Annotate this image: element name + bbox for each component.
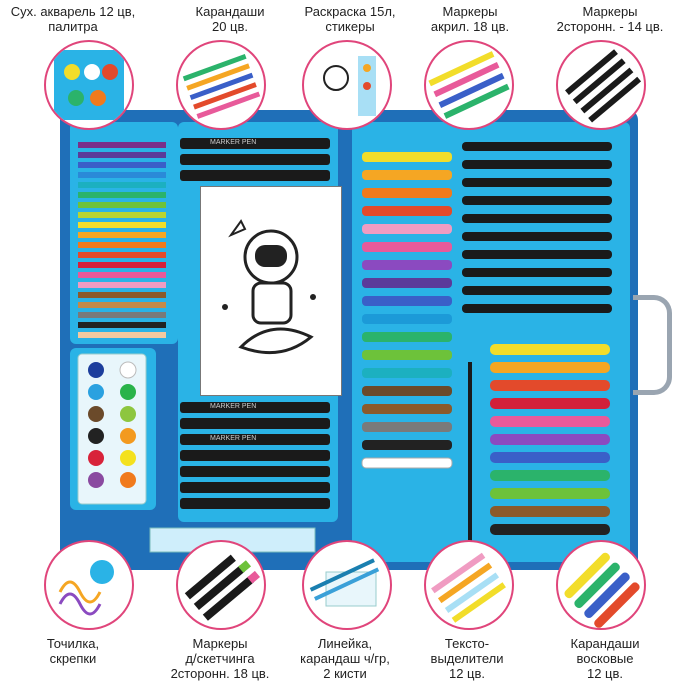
label-coloring: Раскраска 15л, стикеры — [280, 4, 420, 34]
label-wax-line2: восковые — [576, 651, 634, 666]
detail-coloring — [302, 40, 392, 130]
label-watercolor: Сух. акварель 12 цв, палитра — [3, 4, 143, 34]
detail-sharpener — [44, 540, 134, 630]
label-acryl: Маркеры акрил. 18 цв. — [400, 4, 540, 34]
label-watercolor-line2: палитра — [48, 19, 98, 34]
watercolor-palette — [77, 353, 147, 505]
detail-sketch — [176, 540, 266, 630]
detail-pencils — [176, 40, 266, 130]
label-ruler: Линейка, карандаш ч/гр, 2 кисти — [275, 636, 415, 681]
paint-brush — [468, 362, 472, 542]
label-highlighter: Тексто- выделители 12 цв. — [397, 636, 537, 681]
case-handle — [633, 295, 672, 395]
label-twoside: Маркеры 2сторонн. - 14 цв. — [540, 4, 680, 34]
label-pencils: Карандаши 20 цв. — [160, 4, 300, 34]
label-sketch: Маркеры д/скетчинга 2сторонн. 18 цв. — [150, 636, 290, 681]
label-ruler-line3: 2 кисти — [323, 666, 367, 681]
sketch-markers — [180, 138, 330, 509]
detail-twoside — [556, 40, 646, 130]
acrylic-markers — [361, 152, 453, 469]
label-sketch-line3: 2сторонн. 18 цв. — [170, 666, 270, 681]
label-sharpener: Точилка, скрепки — [18, 636, 128, 666]
marker-text-1: MARKER PEN — [210, 139, 257, 146]
wax-crayons — [490, 344, 610, 535]
label-sharpener-line2: скрепки — [49, 651, 97, 666]
label-ruler-line2: карандаш ч/гр, — [300, 651, 390, 666]
coloring-page — [200, 186, 342, 396]
marker-text-3: MARKER PEN — [210, 435, 257, 442]
pencil-rows — [78, 142, 166, 338]
label-wax: Карандаши восковые 12 цв. — [535, 636, 675, 681]
label-acryl-line2: акрил. 18 цв. — [430, 19, 510, 34]
twoside-markers — [462, 142, 612, 313]
label-pencils-line1: Карандаши — [195, 4, 265, 19]
label-watercolor-line1: Сух. акварель 12 цв, — [10, 4, 136, 19]
label-sharpener-line1: Точилка, — [46, 636, 100, 651]
label-wax-line3: 12 цв. — [586, 666, 624, 681]
detail-watercolor — [44, 40, 134, 130]
astronaut-illustration — [222, 219, 316, 355]
label-ruler-line1: Линейка, — [317, 636, 373, 651]
detail-wax — [556, 540, 646, 630]
label-twoside-line1: Маркеры — [582, 4, 638, 19]
label-highlighter-line2: выделители — [430, 651, 504, 666]
label-sketch-line1: Маркеры — [192, 636, 248, 651]
detail-ruler — [302, 540, 392, 630]
label-wax-line1: Карандаши — [570, 636, 640, 651]
label-sketch-line2: д/скетчинга — [185, 651, 255, 666]
label-pencils-line2: 20 цв. — [211, 19, 249, 34]
detail-highlighter — [424, 540, 514, 630]
label-coloring-line2: стикеры — [325, 19, 375, 34]
label-coloring-line1: Раскраска 15л, — [304, 4, 396, 19]
label-highlighter-line1: Тексто- — [444, 636, 490, 651]
label-twoside-line2: 2сторонн. - 14 цв. — [556, 19, 664, 34]
label-acryl-line1: Маркеры — [442, 4, 498, 19]
detail-acryl — [424, 40, 514, 130]
marker-text-2: MARKER PEN — [210, 403, 257, 410]
label-highlighter-line3: 12 цв. — [448, 666, 486, 681]
